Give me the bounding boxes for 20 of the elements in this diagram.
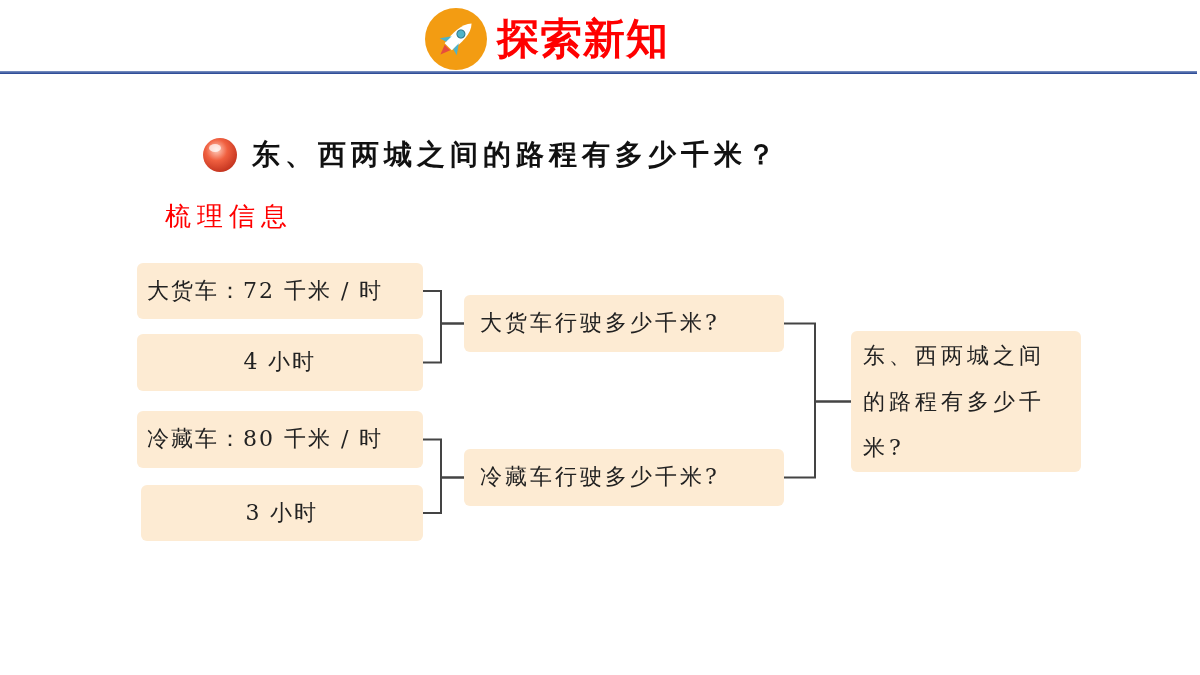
box-text: 3 小时 (245, 498, 319, 527)
question-text: 东、西两城之间的路程有多少千米？ (252, 137, 780, 173)
page-title: 探索新知 (497, 13, 669, 65)
bracket-connector (783, 400, 852, 479)
info-box (137, 334, 423, 391)
goal-box (851, 331, 1081, 472)
info-box (464, 295, 784, 352)
box-text: 4 小时 (243, 348, 317, 377)
info-box (137, 411, 423, 468)
bracket-connector (422, 322, 465, 364)
box-text: 大货车：72 千米 / 时 (147, 276, 384, 305)
info-box (464, 449, 784, 506)
box-text: 东、西两城之间的路程有多少千米? (863, 341, 1046, 462)
info-box (137, 263, 423, 319)
bracket-connector (422, 476, 465, 514)
box-text: 大货车行驶多少千米? (480, 309, 720, 338)
info-box (141, 485, 423, 541)
box-text: 冷藏车行驶多少千米? (480, 463, 720, 492)
section-heading: 梳理信息 (165, 200, 293, 233)
box-text: 冷藏车：80 千米 / 时 (147, 425, 384, 454)
